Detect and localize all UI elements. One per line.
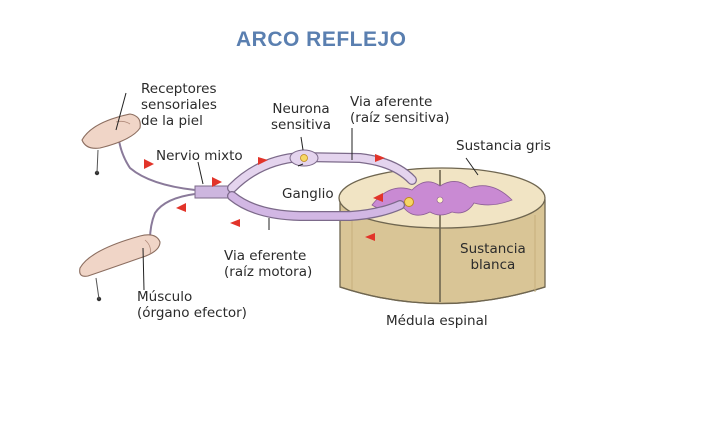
impulse-arrows — [144, 154, 385, 241]
label-receptores: Receptores sensoriales de la piel — [141, 81, 217, 129]
arrow-icon — [258, 157, 268, 165]
label-ganglio: Ganglio — [282, 186, 334, 202]
nerve-roots — [117, 127, 417, 241]
finger-muscle — [79, 234, 161, 302]
arrow-icon — [230, 219, 240, 227]
finger-skin — [81, 113, 141, 176]
label-sustancia-gris: Sustancia gris — [456, 138, 551, 154]
label-musculo: Músculo (órgano efector) — [137, 289, 247, 321]
label-via-eferente: Via eferente (raíz motora) — [224, 248, 313, 280]
leader-lines — [115, 92, 479, 291]
arrow-icon — [144, 159, 154, 169]
label-nervio-mixto: Nervio mixto — [156, 148, 243, 164]
diagram-title: ARCO REFLEJO — [236, 28, 407, 51]
label-sustancia-blanca: Sustancia blanca — [460, 241, 526, 273]
arrow-icon — [365, 233, 375, 241]
label-medula-espinal: Médula espinal — [386, 313, 488, 329]
arrow-icon — [375, 154, 385, 162]
arrow-icon — [176, 203, 186, 212]
arrow-icon — [212, 177, 222, 187]
label-via-aferente: Via aferente (raíz sensitiva) — [350, 94, 450, 126]
label-neurona-sensitiva: Neurona sensitiva — [271, 101, 331, 133]
arrow-icon — [373, 193, 383, 202]
